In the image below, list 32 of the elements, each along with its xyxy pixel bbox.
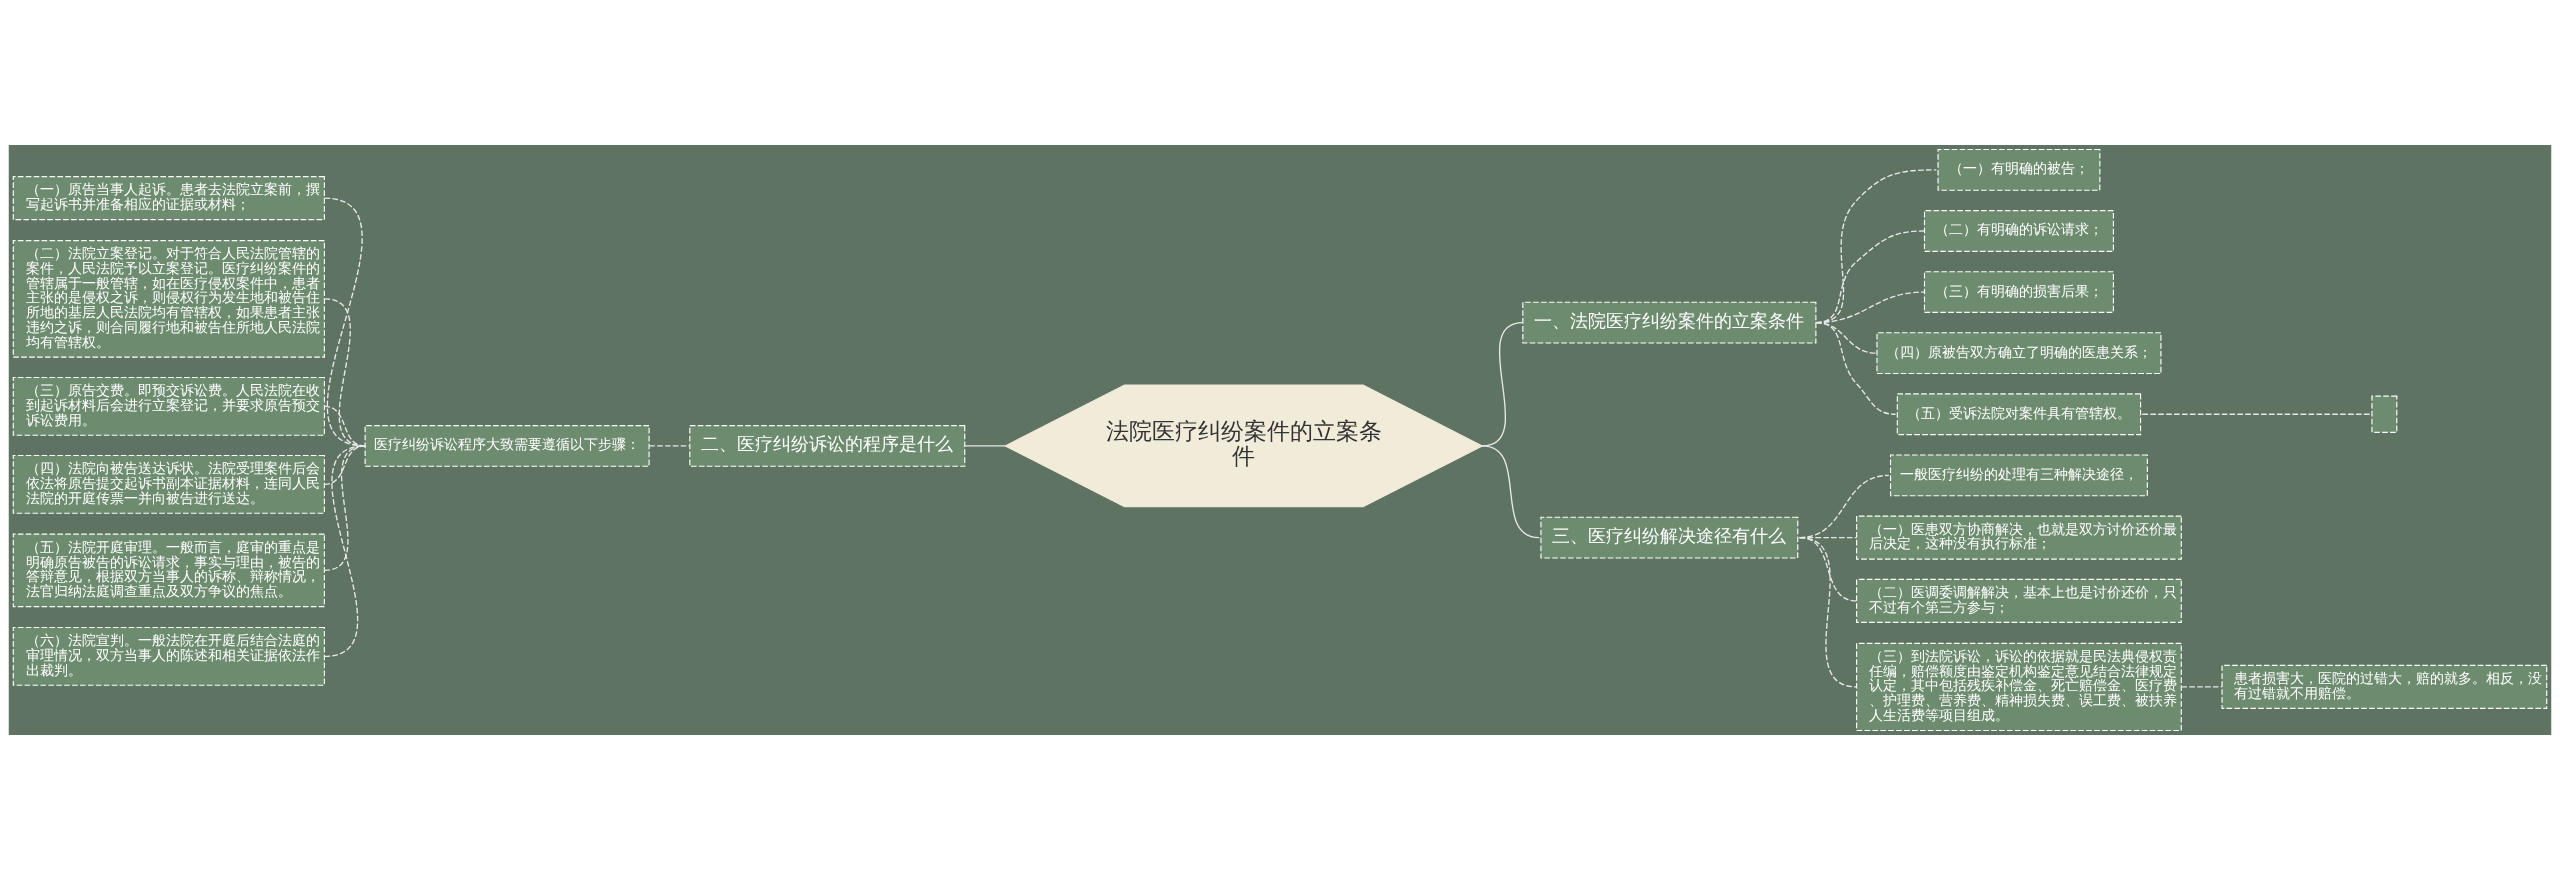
node-box: （一）有明确的被告；	[1937, 148, 2101, 191]
node-box: （五）法院开庭审理。一般而言，庭审的重点是明确原告被告的诉讼请求，事实与理由，被告的答辩意见，根据双方当事人的诉称、辩称情况，法官归纳法庭调查重点及双方争议的焦点。	[12, 533, 325, 608]
node-box	[2371, 395, 2398, 433]
connector	[323, 445, 366, 486]
connector	[2180, 686, 2223, 688]
connector	[323, 445, 366, 572]
node-box: （三）有明确的损害后果；	[1923, 271, 2114, 313]
node-box: （三）到法院诉讼，诉讼的依据就是民法典侵权责任编，赔偿额度由鉴定机构鉴定意见结合法律规定认定，其中包括残疾补偿金、死亡赔偿金、医疗费、护理费、营养费、精神损失费、误工费、被扶养人生活费等项目组成。	[1856, 642, 2182, 732]
node-box: （五）受诉法院对案件具有管辖权。	[1896, 393, 2142, 436]
node-box: （四）法院向被告送达诉状。法院受理案件后会依法将原告提交起诉书副本证据材料，连同人民法院的开庭传票一并向被告进行送达。	[12, 455, 325, 514]
node-box: （四）原被告双方确立了明确的医患关系；	[1876, 332, 2162, 375]
connector	[1481, 445, 1540, 539]
node-box: （三）原告交费。即预交诉讼费。人民法院在收到起诉材料后会进行立案登记，并要求原告预交诉讼费用。	[12, 376, 325, 436]
connector	[323, 197, 366, 447]
node-box: 三、医疗纠纷解决途径有什么	[1540, 516, 1799, 559]
node-box: 二、医疗纠纷诉讼的程序是什么	[689, 425, 966, 467]
connector	[1798, 536, 1858, 688]
connector	[2141, 413, 2372, 415]
node-box: （二）法院立案登记。对于符合人民法院管辖的案件，人民法院予以立案登记。医疗纠纷案件的管辖属于一般管辖，如在医疗侵权案件中，患者主张的是侵权之诉，则侵权行为发生地和被告住所地的基层人民法院均有管辖权，如果患者主张违约之诉，则合同履行地和被告住所地人民法院均有管辖权。	[12, 240, 325, 358]
connector	[1815, 321, 1897, 415]
node-box: （一）医患双方协商解决，也就是双方讨价还价最后决定，这种没有执行标准；	[1856, 515, 2182, 560]
connector	[323, 445, 366, 658]
node-box: 一、法院医疗纠纷案件的立案条件	[1522, 301, 1817, 344]
node-box: （二）有明确的诉讼请求；	[1923, 210, 2114, 252]
node-box: （二）医调委调解解决，基本上也是讨价还价，只不过有个第三方参与；	[1856, 578, 2182, 623]
connector	[964, 445, 1007, 447]
connector	[648, 445, 691, 447]
node-box: 一般医疗纠纷的处理有三种解决途径，	[1889, 454, 2148, 497]
node-box: 患者损害大，医院的过错大，赔的就多。相反，没有过错就不用赔偿。	[2221, 664, 2548, 709]
node-box: （六）法院宣判。一般法院在开庭后结合法庭的审理情况，双方当事人的陈述和相关证据依法作出裁判。	[12, 626, 325, 686]
node-box: 医疗纠纷诉讼程序大致需要遵循以下步骤：	[364, 425, 650, 467]
node-box: （一）原告当事人起诉。患者去法院立案前，撰写起诉书并准备相应的证据或材料；	[12, 176, 325, 221]
